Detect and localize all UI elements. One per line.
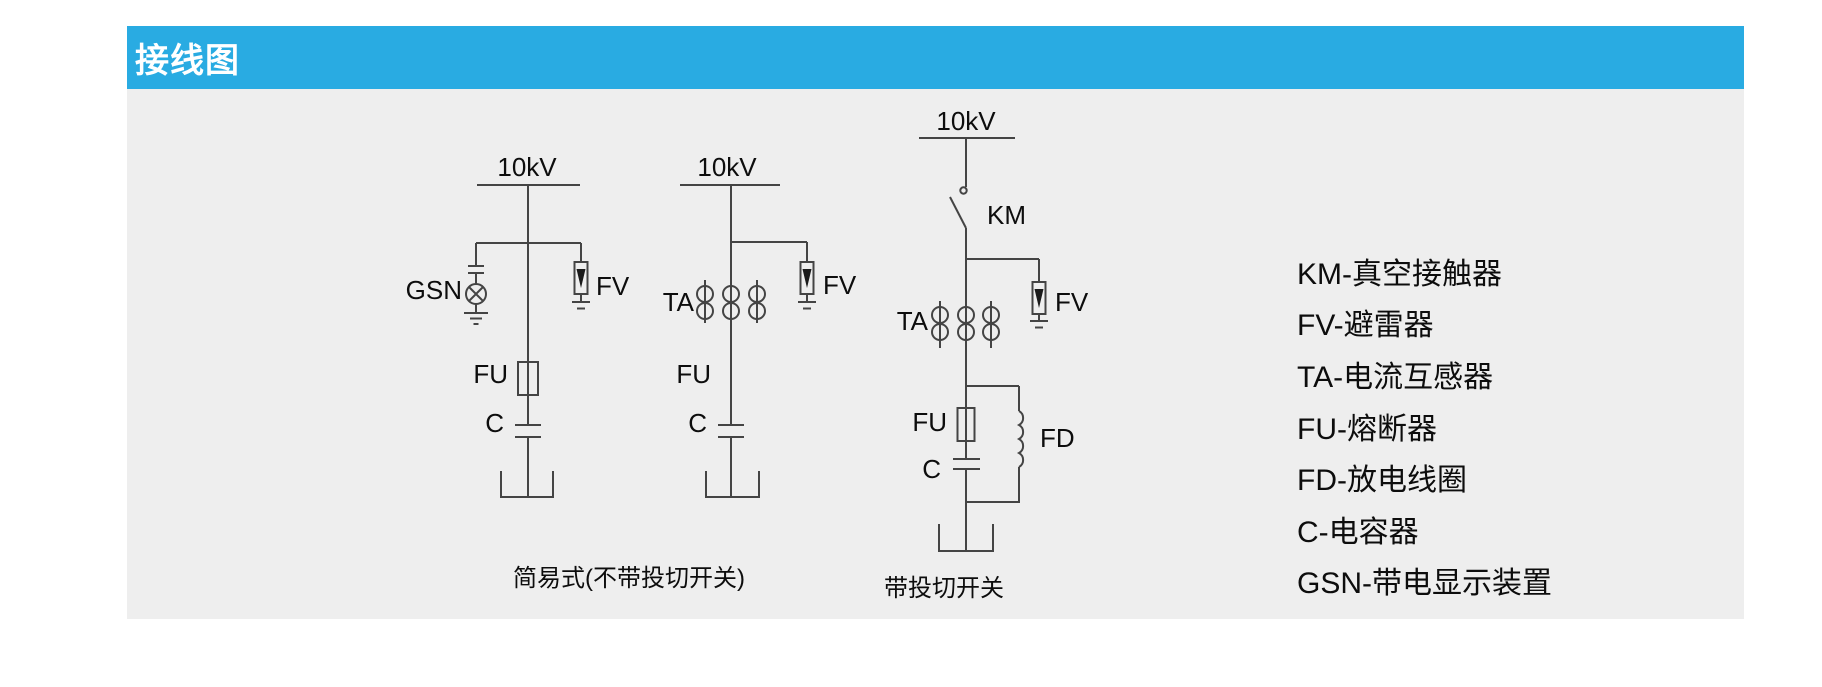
fuse-label: FU	[473, 359, 508, 389]
enclosure-bracket	[705, 471, 760, 498]
arrester-label: FV	[1055, 287, 1089, 317]
legend-item-c: C-电容器	[1297, 515, 1419, 549]
coil-windings	[1016, 410, 1025, 468]
gsn-device-icon	[464, 243, 488, 325]
arrester-triangle	[1034, 289, 1044, 308]
capacitor-icon	[718, 424, 744, 438]
ct-icon	[931, 301, 1000, 348]
legend-item-fu: FU-熔断器	[1297, 412, 1437, 446]
caption-simple: 简易式(不带投切开关)	[513, 565, 745, 592]
ct-icon	[696, 280, 766, 323]
wiring-diagram-panel: 接线图 KM-真空接触器 FV-避雷器 TA-电流互感器 FU-熔断器 FD-放…	[127, 26, 1744, 619]
arrester-triangle	[576, 269, 586, 288]
section-header: 接线图	[127, 26, 1744, 89]
lamp-cross	[468, 286, 484, 302]
capacitor-icon	[515, 424, 541, 438]
coil-return	[966, 467, 1020, 503]
ground-icon	[798, 301, 816, 310]
diagram-switched: 10kV KM FV	[897, 106, 1089, 552]
fuse-icon	[517, 361, 539, 396]
legend-item-ta: TA-电流互感器	[1297, 360, 1494, 394]
arrester-label: FV	[596, 271, 630, 301]
contactor-icon	[949, 186, 968, 229]
legend: KM-真空接触器 FV-避雷器 TA-电流互感器 FU-熔断器 FD-放电线圈 …	[1297, 245, 1552, 606]
capacitor-label: C	[688, 408, 707, 438]
legend-item-fd: FD-放电线圈	[1297, 464, 1467, 498]
ground-icon	[1030, 320, 1048, 329]
arrester-icon	[572, 243, 590, 310]
bus-voltage-label: 10kV	[697, 152, 757, 182]
gsn-label: GSN	[406, 275, 462, 305]
bus-voltage-label: 10kV	[497, 152, 557, 182]
ct-core	[982, 323, 1000, 341]
ground-icon	[464, 312, 488, 325]
ct-core	[931, 323, 949, 341]
capacitor-label: C	[922, 454, 941, 484]
ct-core	[957, 323, 975, 341]
legend-item-fv: FV-避雷器	[1297, 309, 1434, 343]
enclosure-bracket	[500, 471, 554, 498]
fuse-label: FU	[676, 359, 711, 389]
capacitor-icon	[953, 458, 980, 470]
coil-label: FD	[1040, 423, 1075, 453]
contactor-label: KM	[987, 200, 1026, 230]
legend-item-gsn: GSN-带电显示装置	[1297, 567, 1552, 601]
arrester-label: FV	[823, 270, 857, 300]
ct-core	[696, 302, 714, 320]
contactor-blade	[949, 196, 967, 229]
ct-core	[722, 302, 740, 320]
ct-core	[748, 302, 766, 320]
ct-label: TA	[663, 287, 695, 317]
ct-label: TA	[897, 306, 929, 336]
contactor-pivot	[959, 186, 968, 195]
fuse-label: FU	[912, 407, 947, 437]
arrester-icon	[798, 242, 816, 310]
discharge-coil-icon	[966, 386, 1025, 503]
section-title: 接线图	[135, 42, 240, 80]
bus-voltage-label: 10kV	[936, 106, 996, 136]
diagram-ta: 10kV FV TA FU	[663, 152, 857, 498]
enclosure-bracket	[938, 524, 994, 552]
capacitor-label: C	[485, 408, 504, 438]
fuse-icon	[956, 407, 976, 442]
ground-icon	[572, 301, 590, 310]
diagram-simple: 10kV GSN FV FU	[406, 152, 630, 498]
gsn-contact-plates	[468, 265, 484, 274]
arrester-triangle	[802, 269, 812, 288]
caption-switched: 带投切开关	[884, 575, 1004, 602]
arrester-icon	[1030, 259, 1048, 329]
legend-item-km: KM-真空接触器	[1297, 257, 1502, 291]
